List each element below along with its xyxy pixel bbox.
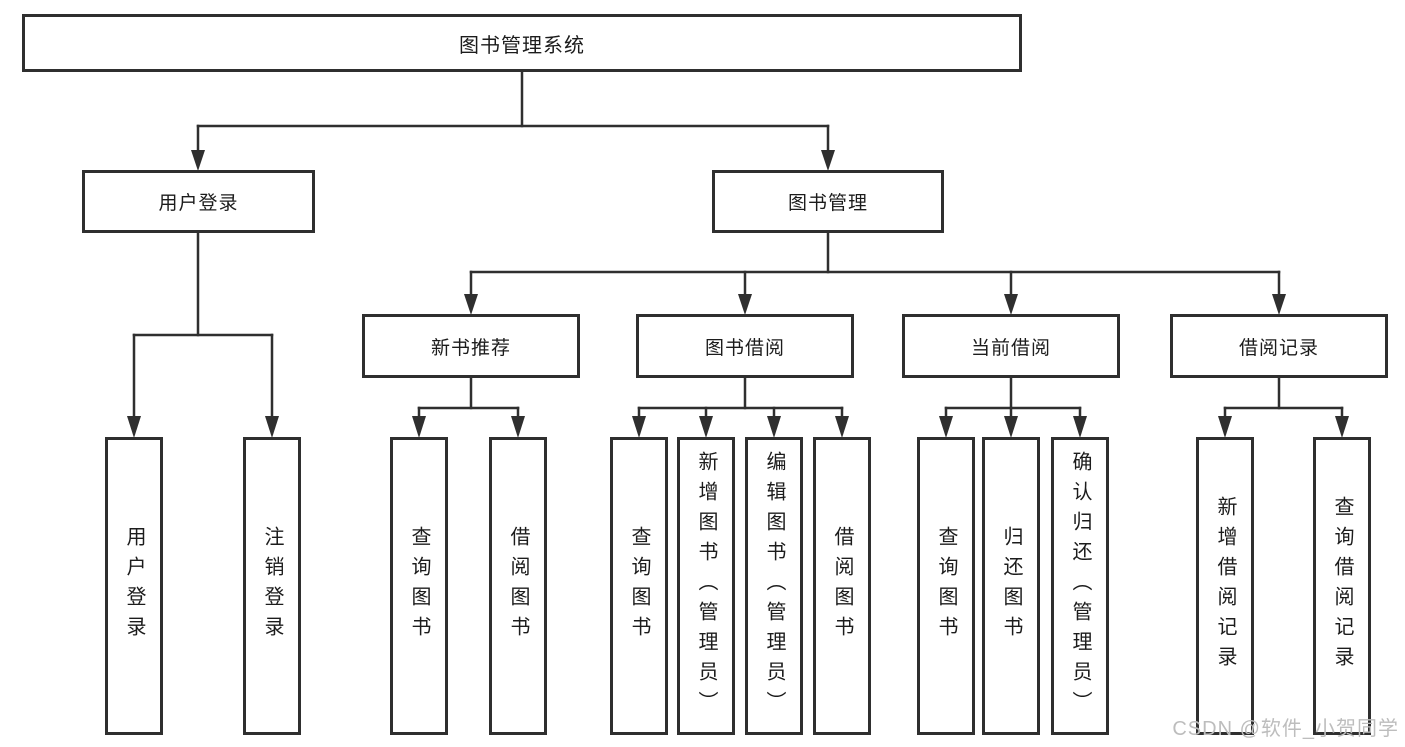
leaf-add-books-admin: 新增图书（管理员） <box>677 437 735 735</box>
leaf-query-books-current: 查询图书 <box>917 437 975 735</box>
node-current-borrowing: 当前借阅 <box>902 314 1120 378</box>
leaf-query-books-borrowing: 查询图书 <box>610 437 668 735</box>
leaf-logout: 注销登录 <box>243 437 301 735</box>
leaf-add-borrow-record: 新增借阅记录 <box>1196 437 1254 735</box>
leaf-query-books-recommend: 查询图书 <box>390 437 448 735</box>
node-book-management: 图书管理 <box>712 170 944 233</box>
node-new-book-recommend: 新书推荐 <box>362 314 580 378</box>
node-book-borrowing: 图书借阅 <box>636 314 854 378</box>
leaf-user-login: 用户登录 <box>105 437 163 735</box>
leaf-query-borrow-record: 查询借阅记录 <box>1313 437 1371 735</box>
leaf-edit-books-admin: 编辑图书（管理员） <box>745 437 803 735</box>
node-user-login: 用户登录 <box>82 170 315 233</box>
arrowheads <box>127 150 1349 438</box>
leaf-borrow-books-recommend: 借阅图书 <box>489 437 547 735</box>
node-library-management-system: 图书管理系统 <box>22 14 1022 72</box>
csdn-watermark: CSDN @软件_小贺同学 <box>1172 718 1399 740</box>
leaf-confirm-return-admin: 确认归还（管理员） <box>1051 437 1109 735</box>
leaf-borrow-books: 借阅图书 <box>813 437 871 735</box>
leaf-return-books: 归还图书 <box>982 437 1040 735</box>
node-borrow-records: 借阅记录 <box>1170 314 1388 378</box>
